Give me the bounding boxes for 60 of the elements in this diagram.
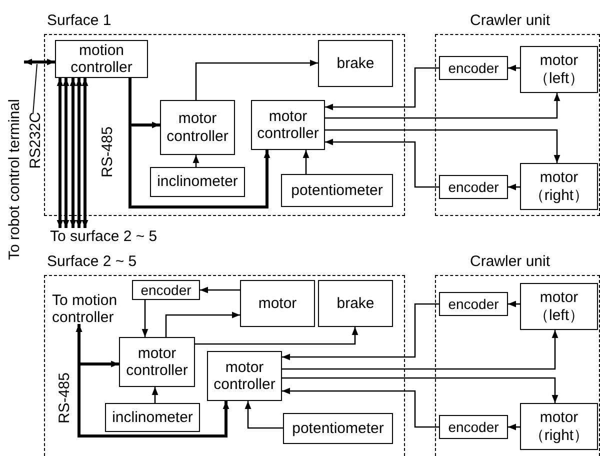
component-box: brake: [318, 280, 393, 327]
bus-label: RS-485: [100, 126, 116, 180]
component-box: encoder: [439, 175, 508, 199]
arrow: [325, 129, 560, 163]
component-box: motor controller: [160, 100, 235, 155]
component-box: motor: [240, 280, 315, 327]
arrow: [508, 300, 520, 308]
arrow: [70, 78, 76, 228]
arrow: [244, 401, 283, 429]
component-box: motor （right）: [520, 403, 598, 450]
component-box: motor controller: [251, 100, 325, 150]
group-title: Crawler unit: [470, 253, 550, 270]
arrow: [62, 78, 70, 228]
component-box: motor （left）: [520, 46, 598, 93]
component-box: motion controller: [55, 40, 148, 78]
text-label: To motion controller: [52, 292, 132, 324]
group-title: Crawler unit: [470, 12, 550, 29]
arrow: [76, 324, 230, 438]
group-title: Surface 1: [47, 12, 112, 29]
component-box: potentiometer: [281, 174, 393, 207]
arrow: [508, 184, 520, 190]
arrow: [195, 60, 318, 100]
component-box: motor （left）: [520, 283, 598, 330]
component-box: brake: [318, 40, 393, 87]
component-box: encoder: [439, 292, 508, 316]
arrow: [325, 138, 439, 188]
component-box: encoder: [439, 415, 508, 439]
arrow: [508, 64, 520, 72]
arrow: [165, 312, 240, 337]
component-box: encoder: [132, 280, 200, 300]
arrow: [325, 93, 560, 119]
arrow: [152, 387, 158, 403]
group-title: Surface 2 ~ 5: [47, 253, 137, 270]
component-box: encoder: [439, 56, 508, 80]
arrow: [192, 155, 200, 167]
arrow: [282, 303, 439, 360]
text-label: To surface 2 ~ 5: [50, 228, 170, 246]
arrow: [24, 58, 55, 66]
component-box: inclinometer: [150, 167, 245, 197]
arrow: [302, 150, 310, 174]
component-box: motor controller: [207, 351, 282, 401]
edge-label: RS232C: [28, 112, 44, 171]
arrow: [142, 300, 148, 337]
arrow: [56, 78, 64, 228]
arrow: [200, 286, 240, 294]
arrow: [76, 78, 82, 228]
arrow: [282, 388, 439, 428]
arrow: [128, 78, 270, 208]
component-box: potentiometer: [283, 413, 393, 444]
component-box: inclinometer: [105, 403, 200, 432]
arrow: [282, 330, 558, 370]
arrow: [325, 67, 439, 110]
arrow: [195, 327, 358, 345]
arrow: [282, 377, 558, 403]
component-box: motor controller: [119, 337, 195, 387]
component-box: motor （right）: [520, 163, 598, 210]
bus-label: RS-485: [57, 372, 73, 426]
text-label: To robot control terminal: [6, 60, 24, 260]
arrow: [508, 424, 520, 430]
arrow: [82, 78, 88, 228]
